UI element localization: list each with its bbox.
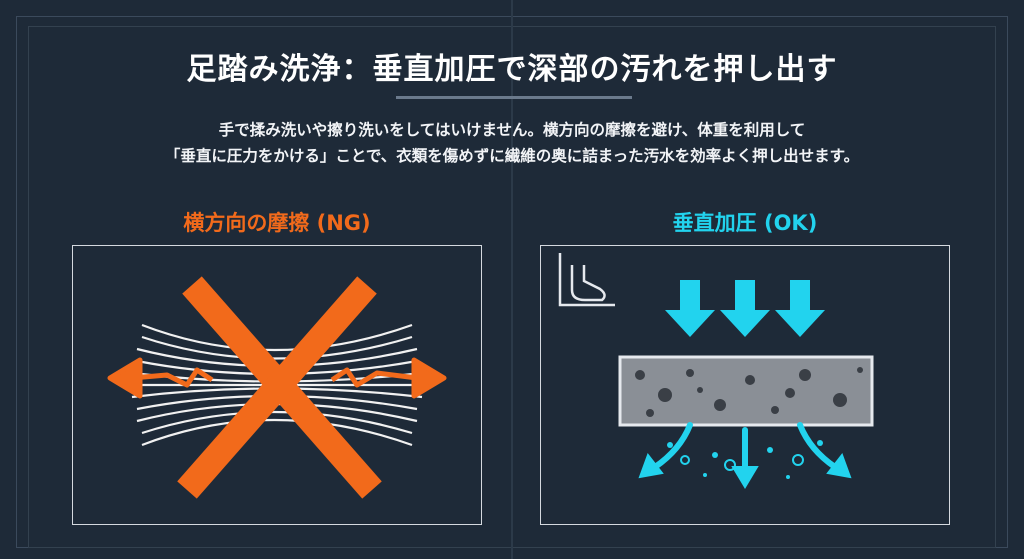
left-arrow-icon <box>107 357 214 399</box>
description: 手で揉み洗いや擦り洗いをしてはいけません。横方向の摩擦を避け、体重を利用して 「… <box>0 117 1024 169</box>
ok-label: 垂直加圧 (OK) <box>672 211 818 235</box>
description-line-1: 手で揉み洗いや擦り洗いをしてはいけません。横方向の摩擦を避け、体重を利用して <box>218 121 806 139</box>
title-underline <box>396 96 632 99</box>
down-arrow-icon <box>665 280 825 337</box>
foot-icon <box>558 253 615 307</box>
ng-label: 横方向の摩擦 (NG) <box>183 211 371 235</box>
description-line-2: 「垂直に圧力をかける」ことで、衣類を傷めずに繊維の奥に詰まった汚水を効率よく押し… <box>164 147 860 165</box>
cross-icon <box>177 276 382 499</box>
ok-panel <box>540 245 950 525</box>
fabric-layer-icon <box>618 355 874 427</box>
ng-panel <box>72 245 482 525</box>
page-title: 足踏み洗浄：垂直加圧で深部の汚れを押し出す <box>186 52 838 87</box>
right-arrow-icon <box>330 357 447 399</box>
water-spray-icon <box>638 422 852 489</box>
